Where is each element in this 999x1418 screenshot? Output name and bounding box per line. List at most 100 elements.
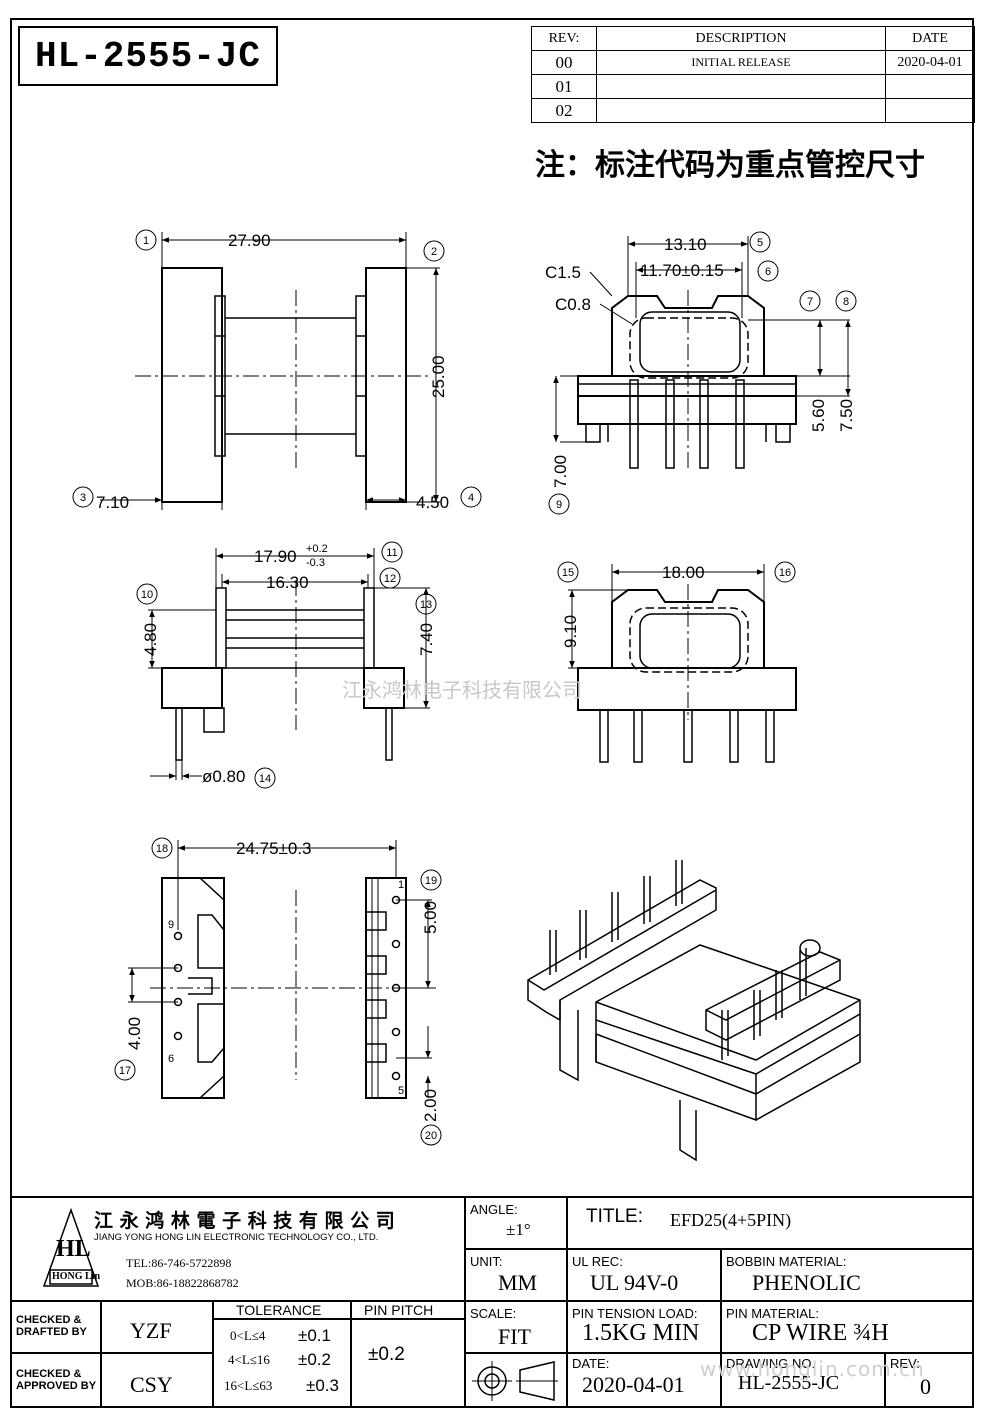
scale-label: SCALE: xyxy=(470,1306,517,1321)
revision-row: 02 xyxy=(531,98,975,123)
pin-label-5: 5 xyxy=(398,1085,404,1097)
title-block: HL HONG Lin 江 永 鸿 林 電 子 科 技 有 限 公 司 JIAN… xyxy=(10,1196,974,1408)
callout-10 xyxy=(136,583,158,605)
tolerance-range: 4<L≤16 xyxy=(228,1352,270,1367)
dimension-labels: 27.90 25.00 7.10 4.50 13.10 11.70±0.15 C… xyxy=(96,231,856,1122)
control-note: 注：标注代码为重点管控尺寸 xyxy=(535,148,925,183)
dim-17-90: 17.90 xyxy=(254,547,297,566)
checked-approved-label: CHECKED & APPROVED BY xyxy=(16,1368,97,1392)
dim-5-60: 5.60 xyxy=(809,399,828,432)
bobbin-material-value: PHENOLIC xyxy=(752,1270,861,1295)
tolerance-label: TOLERANCE xyxy=(236,1302,322,1318)
pin-material-value: CP WIRE ¾H xyxy=(752,1320,889,1346)
callout-3 xyxy=(72,486,94,508)
dim-9-10: 9.10 xyxy=(561,615,580,648)
tolerance-value: ±0.2 xyxy=(298,1350,331,1369)
logo-text: HL xyxy=(56,1236,91,1262)
callout-8 xyxy=(835,290,857,312)
title-value: EFD25(4+5PIN) xyxy=(670,1210,792,1230)
dim-d0-80: ø0.80 xyxy=(202,767,245,786)
callout-15 xyxy=(557,561,579,583)
description-cell xyxy=(596,98,886,123)
title-label: TITLE: xyxy=(586,1206,644,1227)
callout-number: 6 xyxy=(765,266,771,278)
company-tel: TEL:86-746-5722898 xyxy=(126,1256,232,1270)
front-view-2 xyxy=(568,564,797,763)
callout-number: 4 xyxy=(468,492,474,504)
callout-14 xyxy=(254,767,276,789)
dim-27-90: 27.90 xyxy=(228,231,271,250)
callout-number: 10 xyxy=(141,589,153,601)
drawing-frame xyxy=(10,18,974,1408)
dim-25-00: 25.00 xyxy=(429,355,448,398)
part-number: HL-2555-JC xyxy=(34,35,262,77)
callout-number: 17 xyxy=(119,1065,131,1077)
pin-label-6: 6 xyxy=(168,1053,174,1065)
projection-symbol-icon xyxy=(472,1358,560,1404)
pin-material-label: PIN MATERIAL: xyxy=(726,1306,819,1321)
tolerance-range: 16<L≤63 xyxy=(224,1378,273,1393)
callout-18 xyxy=(151,837,173,859)
checked-drafted-label: CHECKED & DRAFTED BY xyxy=(16,1314,87,1338)
callout-number: 12 xyxy=(384,573,396,585)
callout-number: 3 xyxy=(80,492,86,504)
dim-4-80: 4.80 xyxy=(141,623,160,656)
callout-number: 11 xyxy=(386,547,397,559)
callout-number: 13 xyxy=(420,599,432,611)
dim-7-10: 7.10 xyxy=(96,493,129,512)
description-cell xyxy=(596,74,886,99)
dim-13-10: 13.10 xyxy=(664,235,707,254)
checked-drafted-value: YZF xyxy=(130,1318,172,1343)
revision-row: 01 xyxy=(531,74,975,99)
rev-value: 0 xyxy=(920,1374,931,1399)
unit-value: MM xyxy=(498,1270,538,1295)
company-mob: MOB:86-18822868782 xyxy=(126,1276,239,1290)
callout-5 xyxy=(749,231,771,253)
company-name-cn: 江 永 鸿 林 電 子 科 技 有 限 公 司 xyxy=(94,1210,395,1232)
dim-5-00: 5.00 xyxy=(421,901,440,934)
callout-16 xyxy=(774,561,796,583)
callout-9 xyxy=(548,493,570,515)
dim-7-50: 7.50 xyxy=(837,399,856,432)
ul-value: UL 94V-0 xyxy=(590,1270,679,1295)
drawing-number-label: DRAWING NO. xyxy=(726,1356,816,1371)
dim-c0-8: C0.8 xyxy=(555,295,591,314)
dim-c1-5: C1.5 xyxy=(545,263,581,282)
callout-2 xyxy=(423,240,445,262)
callout-number: 19 xyxy=(425,875,437,887)
tolerance-value: ±0.3 xyxy=(306,1376,339,1395)
bobbin-material-label: BOBBIN MATERIAL: xyxy=(726,1254,847,1269)
pin-label-9: 9 xyxy=(168,919,174,931)
rev-cell: 02 xyxy=(531,98,597,123)
pin-tension-label: PIN TENSION LOAD: xyxy=(572,1306,698,1321)
url-watermark: www.honglin.com.cn xyxy=(700,1357,925,1381)
angle-value: ±1° xyxy=(506,1220,531,1239)
scale-value: FIT xyxy=(498,1324,531,1349)
top-view xyxy=(100,232,440,510)
callout-balloons xyxy=(72,229,857,1146)
company-name-en: JIANG YONG HONG LIN ELECTRONIC TECHNOLOG… xyxy=(94,1232,379,1243)
date-cell: 2020-04-01 xyxy=(885,50,975,75)
rev-label: REV: xyxy=(890,1356,920,1371)
isometric-view xyxy=(527,860,861,1162)
dim-7-40: 7.40 xyxy=(417,623,436,656)
dim-16-30: 16.30 xyxy=(266,573,309,592)
pin-tension-value: 1.5KG MIN xyxy=(582,1320,700,1346)
date-cell xyxy=(885,74,975,99)
dim-2-00: 2.00 xyxy=(421,1089,440,1122)
pin-pitch-label: PIN PITCH xyxy=(364,1302,434,1318)
callout-20 xyxy=(420,1124,442,1146)
side-view xyxy=(148,548,430,780)
callout-11 xyxy=(381,541,403,563)
pin-pitch-value: ±0.2 xyxy=(368,1344,405,1365)
tolerance-range: 0<L≤4 xyxy=(230,1328,266,1343)
unit-label: UNIT: xyxy=(470,1254,503,1269)
callout-12 xyxy=(379,567,401,589)
callout-number: 8 xyxy=(843,296,849,308)
callout-4 xyxy=(460,486,482,508)
callout-number: 18 xyxy=(156,843,168,855)
dim-4-00: 4.00 xyxy=(125,1017,144,1050)
date-header: DATE xyxy=(885,26,975,51)
callout-number: 14 xyxy=(259,773,271,785)
pin-label-1: 1 xyxy=(398,879,404,891)
